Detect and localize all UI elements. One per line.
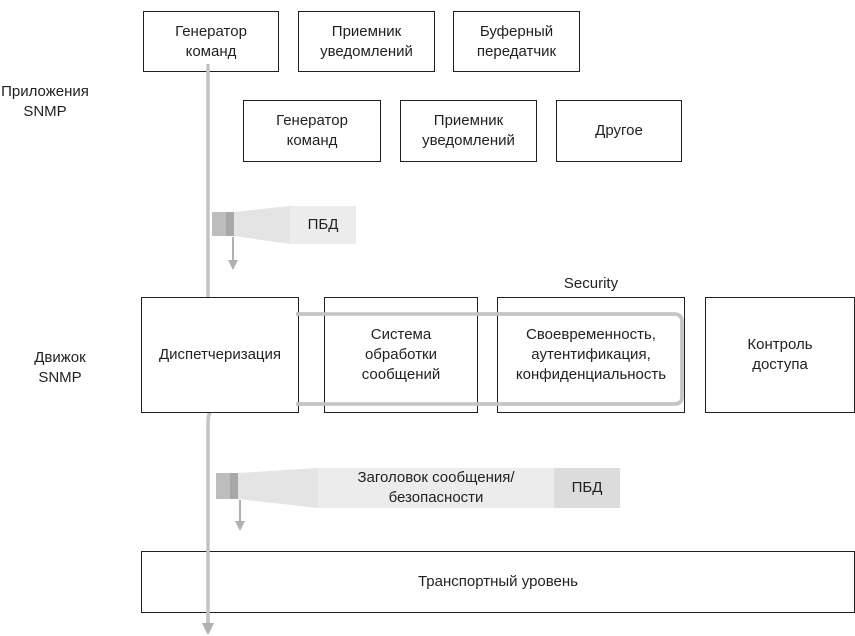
pdu-tag-1: ПБД	[290, 206, 356, 244]
app-command-generator-2: Генератор команд	[243, 100, 381, 162]
flow-arrowhead	[202, 623, 214, 635]
engine-dispatcher: Диспетчеризация	[141, 297, 299, 413]
engine-side-label: Движок SNMP	[34, 349, 86, 386]
app-other: Другое	[556, 100, 682, 162]
packet-beam-1	[234, 206, 290, 244]
app-notification-receiver-2: Приемник уведомлений	[400, 100, 537, 162]
packet-beam-2	[238, 468, 318, 508]
packet-1-arrowhead	[228, 260, 238, 270]
engine-access-control: Контроль доступа	[705, 297, 855, 413]
engine-message-processing: Система обработки сообщений	[324, 297, 478, 413]
app-proxy-forwarder: Буферный передатчик	[453, 11, 580, 72]
apps-side-label: Приложения SNMP	[1, 83, 89, 120]
transport-layer: Транспортный уровень	[141, 551, 855, 613]
pdu-tag-2: ПБД	[554, 468, 620, 508]
message-header-tag: Заголовок сообщения/ безопасности	[318, 468, 554, 508]
packet-cube-1-face	[226, 212, 234, 236]
packet-2-arrowhead	[235, 521, 245, 531]
security-title: Security	[563, 275, 619, 292]
engine-security: Своевременность, аутентификация, конфиде…	[497, 297, 685, 413]
app-notification-receiver-1: Приемник уведомлений	[298, 11, 435, 72]
packet-cube-2-face	[230, 473, 238, 499]
app-command-generator-1: Генератор команд	[143, 11, 279, 72]
